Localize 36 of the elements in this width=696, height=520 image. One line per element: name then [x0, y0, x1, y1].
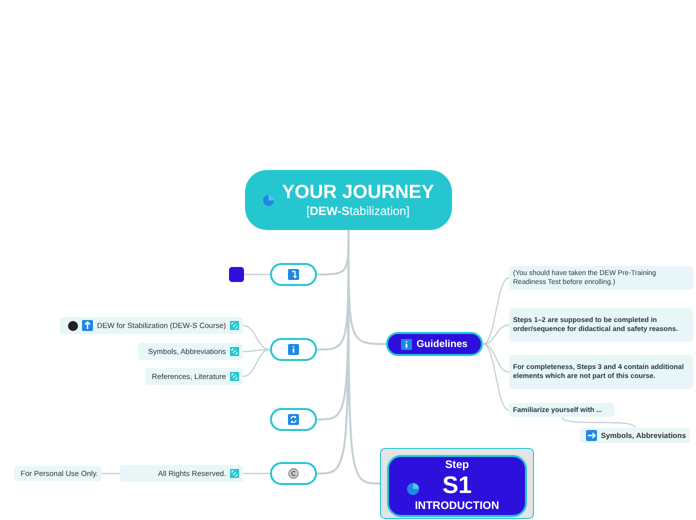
small-square	[229, 267, 244, 282]
guidelines-topic	[386, 332, 483, 356]
connector	[562, 416, 636, 428]
note-card	[509, 403, 615, 417]
subtopic-card	[14, 466, 102, 481]
subtopic-card	[145, 368, 243, 385]
connector	[482, 343, 510, 373]
connector	[242, 348, 270, 378]
connector	[482, 324, 510, 345]
icon-topic	[270, 263, 317, 286]
step-topic	[387, 455, 527, 517]
subtopic-card	[138, 343, 243, 360]
topic-label: Guidelines	[416, 338, 468, 352]
note-card	[509, 266, 693, 290]
connector	[102, 472, 120, 474]
subtopic-card	[60, 317, 243, 334]
subtopic-card	[580, 428, 690, 443]
step-label: Step	[445, 460, 469, 471]
connector	[243, 472, 270, 474]
step-number: S1	[442, 471, 472, 501]
connector	[482, 343, 510, 411]
subtopic-card	[120, 465, 243, 482]
connector	[482, 277, 510, 345]
icon-topic	[270, 408, 317, 431]
step-panel	[380, 448, 534, 519]
note-card	[509, 308, 693, 342]
step-name: INTRODUCTION	[414, 501, 500, 512]
icon-topic	[270, 462, 317, 485]
icon-topic	[270, 338, 317, 361]
connector	[244, 274, 270, 276]
connector	[242, 324, 270, 350]
connector	[243, 348, 270, 352]
note-card	[509, 355, 693, 389]
title: YOUR JOURNEY	[282, 180, 434, 204]
subtitle: [DEW-Stabilization]	[306, 204, 410, 220]
root-topic	[245, 170, 452, 230]
